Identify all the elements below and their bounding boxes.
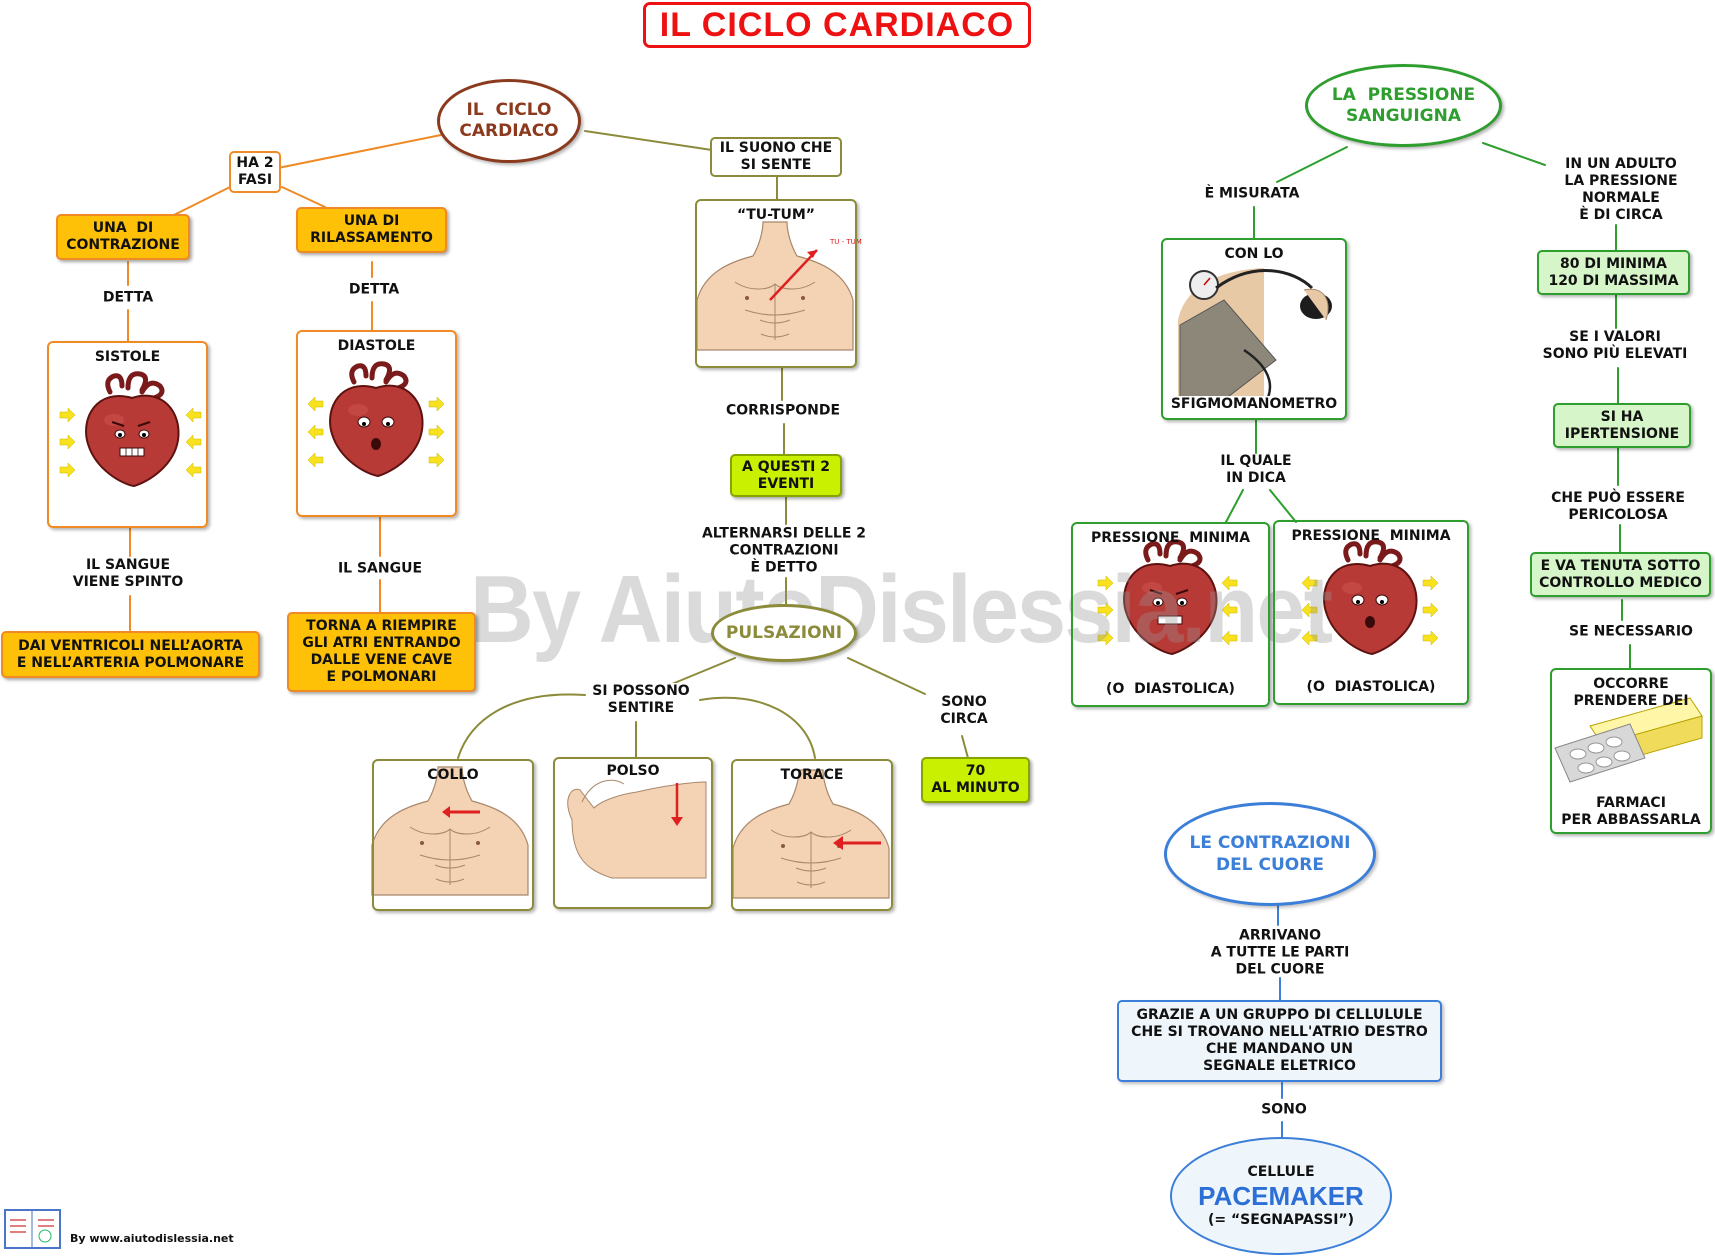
pericolosa-label: CHE PUÒ ESSERE PERICOLOSA (1551, 490, 1685, 523)
minima-label-2: PRESSIONE MINIMA (1291, 528, 1451, 544)
sangue-spinto-label: IL SANGUE VIENE SPINTO (72, 557, 184, 590)
sphygmomanometer-image (1178, 268, 1332, 406)
contrazioni-node: LE CONTRAZIONI DEL CUORE (1164, 802, 1376, 906)
polso-label: POLSO (606, 763, 660, 779)
book-logo-icon (4, 1209, 61, 1249)
torace-image (732, 769, 890, 899)
sistole-card: SISTOLE (47, 341, 208, 528)
polso-image (567, 779, 707, 879)
rilassamento-node: UNA DI RILASSAMENTO (296, 207, 447, 253)
controllo-node: E VA TENUTA SOTTO CONTROLLO MEDICO (1530, 552, 1711, 597)
pulsazioni-label: PULSAZIONI (725, 623, 843, 643)
diastole-label: DIASTOLE (337, 338, 416, 354)
diastolica-label-2: (O DIASTOLICA) (1306, 679, 1436, 695)
suono-node: IL SUONO CHE SI SENTE (710, 137, 842, 177)
grazie-node: GRAZIE A UN GRUPPO DI CELLULULE CHE SI T… (1117, 1000, 1442, 1082)
contrazione-node: UNA DI CONTRAZIONE (56, 214, 190, 260)
pulsazioni-node: PULSAZIONI (711, 604, 857, 662)
ha-2-fasi-node: HA 2 FASI (229, 151, 281, 193)
farmaci-card: OCCORRE PRENDERE DEI FARMACI PER ABBASSA… (1550, 668, 1712, 834)
page-title: IL CICLO CARDIACO (643, 2, 1031, 48)
corrisponde-label: CORRISPONDE (725, 402, 841, 419)
torna-node: TORNA A RIEMPIRE GLI ATRI ENTRANDO DALLE… (287, 612, 476, 692)
pills-image (1554, 697, 1703, 783)
cellule-label: CELLULE (1247, 1164, 1315, 1180)
minima-card-2: PRESSIONE MINIMA (O DIASTOLICA) (1273, 520, 1469, 705)
sistole-heart-image (59, 374, 202, 486)
al-minuto-node: 70 AL MINUTO (921, 757, 1030, 803)
diastolica-label-1: (O DIASTOLICA) (1106, 681, 1235, 697)
pacemaker-node: CELLULE PACEMAKER (= “SEGNAPASSI”) (1170, 1137, 1392, 1255)
occorre-label: OCCORRE PRENDERE DEI (1573, 676, 1689, 709)
il-sangue-label: IL SANGUE (337, 560, 423, 577)
misurata-label: È MISURATA (1204, 185, 1300, 202)
adulto-label: IN UN ADULTO LA PRESSIONE NORMALE È DI C… (1564, 156, 1678, 223)
tutum-chest-image (696, 221, 854, 351)
ipertensione-node: SI HA IPERTENSIONE (1553, 403, 1691, 448)
tutum-small-label: TU - TUM (829, 238, 862, 246)
collo-card: COLLO (372, 759, 534, 911)
sono-label: SONO (1261, 1101, 1307, 1118)
collo-image (371, 766, 529, 896)
tutum-label: “TU-TUM” (737, 207, 815, 223)
detta-label-2: DETTA (348, 281, 400, 298)
watermark: By AiutoDislessia.net (470, 556, 1333, 663)
il-quale-label: IL QUALE IN DICA (1220, 453, 1292, 486)
collo-label: COLLO (427, 767, 479, 783)
pressione-node: LA PRESSIONE SANGUIGNA (1305, 64, 1502, 147)
torace-card: TORACE (731, 759, 893, 911)
contrazioni-label: LE CONTRAZIONI DEL CUORE (1189, 833, 1351, 875)
arrivano-label: ARRIVANO A TUTTE LE PARTI DEL CUORE (1210, 927, 1350, 978)
ciclo-cardiaco-node: IL CICLO CARDIACO (437, 79, 581, 163)
footer-credit: By www.aiutodislessia.net (70, 1232, 234, 1245)
segnapassi-label: (= “SEGNAPASSI”) (1207, 1212, 1355, 1228)
tutum-card: “TU-TUM” (695, 199, 857, 368)
sistole-label: SISTOLE (94, 349, 161, 365)
diastole-heart-image (307, 364, 445, 476)
detta-label-1: DETTA (102, 289, 154, 306)
sfigmo-label: SFIGMOMANOMETRO (1163, 396, 1345, 413)
se-valori-label: SE I VALORI SONO PIÙ ELEVATI (1542, 329, 1688, 362)
pacemaker-label: PACEMAKER (1198, 1181, 1364, 1211)
pressione-label: LA PRESSIONE SANGUIGNA (1331, 84, 1476, 126)
minima-label-1: PRESSIONE MINIMA (1090, 530, 1251, 546)
con-lo-label: CON LO (1224, 246, 1284, 262)
eventi-node: A QUESTI 2 EVENTI (730, 454, 842, 497)
minima-card-1: PRESSIONE MINIMA (O DIASTOLICA) (1071, 522, 1270, 707)
sono-circa-label: SONO CIRCA (940, 694, 988, 727)
polso-card: POLSO (553, 757, 713, 909)
sfigmomanometro-card: CON LO SFIGMOMANOMETRO (1161, 238, 1347, 420)
minima-heart-image-2 (1301, 542, 1439, 654)
valori-node: 80 DI MINIMA 120 DI MASSIMA (1537, 250, 1690, 295)
ciclo-cardiaco-label: IL CICLO CARDIACO (459, 100, 559, 141)
alternarsi-label: ALTERNARSI DELLE 2 CONTRAZIONI È DETTO (701, 525, 867, 576)
ventricoli-node: DAI VENTRICOLI NELL’AORTA E NELL’ARTERIA… (1, 631, 260, 678)
necessario-label: SE NECESSARIO (1569, 623, 1693, 640)
farmaci-label: FARMACI PER ABBASSARLA (1561, 795, 1701, 828)
possono-sentire-label: SI POSSONO SENTIRE (592, 683, 690, 717)
minima-heart-image-1 (1097, 542, 1238, 654)
diastole-card: DIASTOLE (296, 330, 457, 517)
torace-label: TORACE (780, 767, 844, 783)
